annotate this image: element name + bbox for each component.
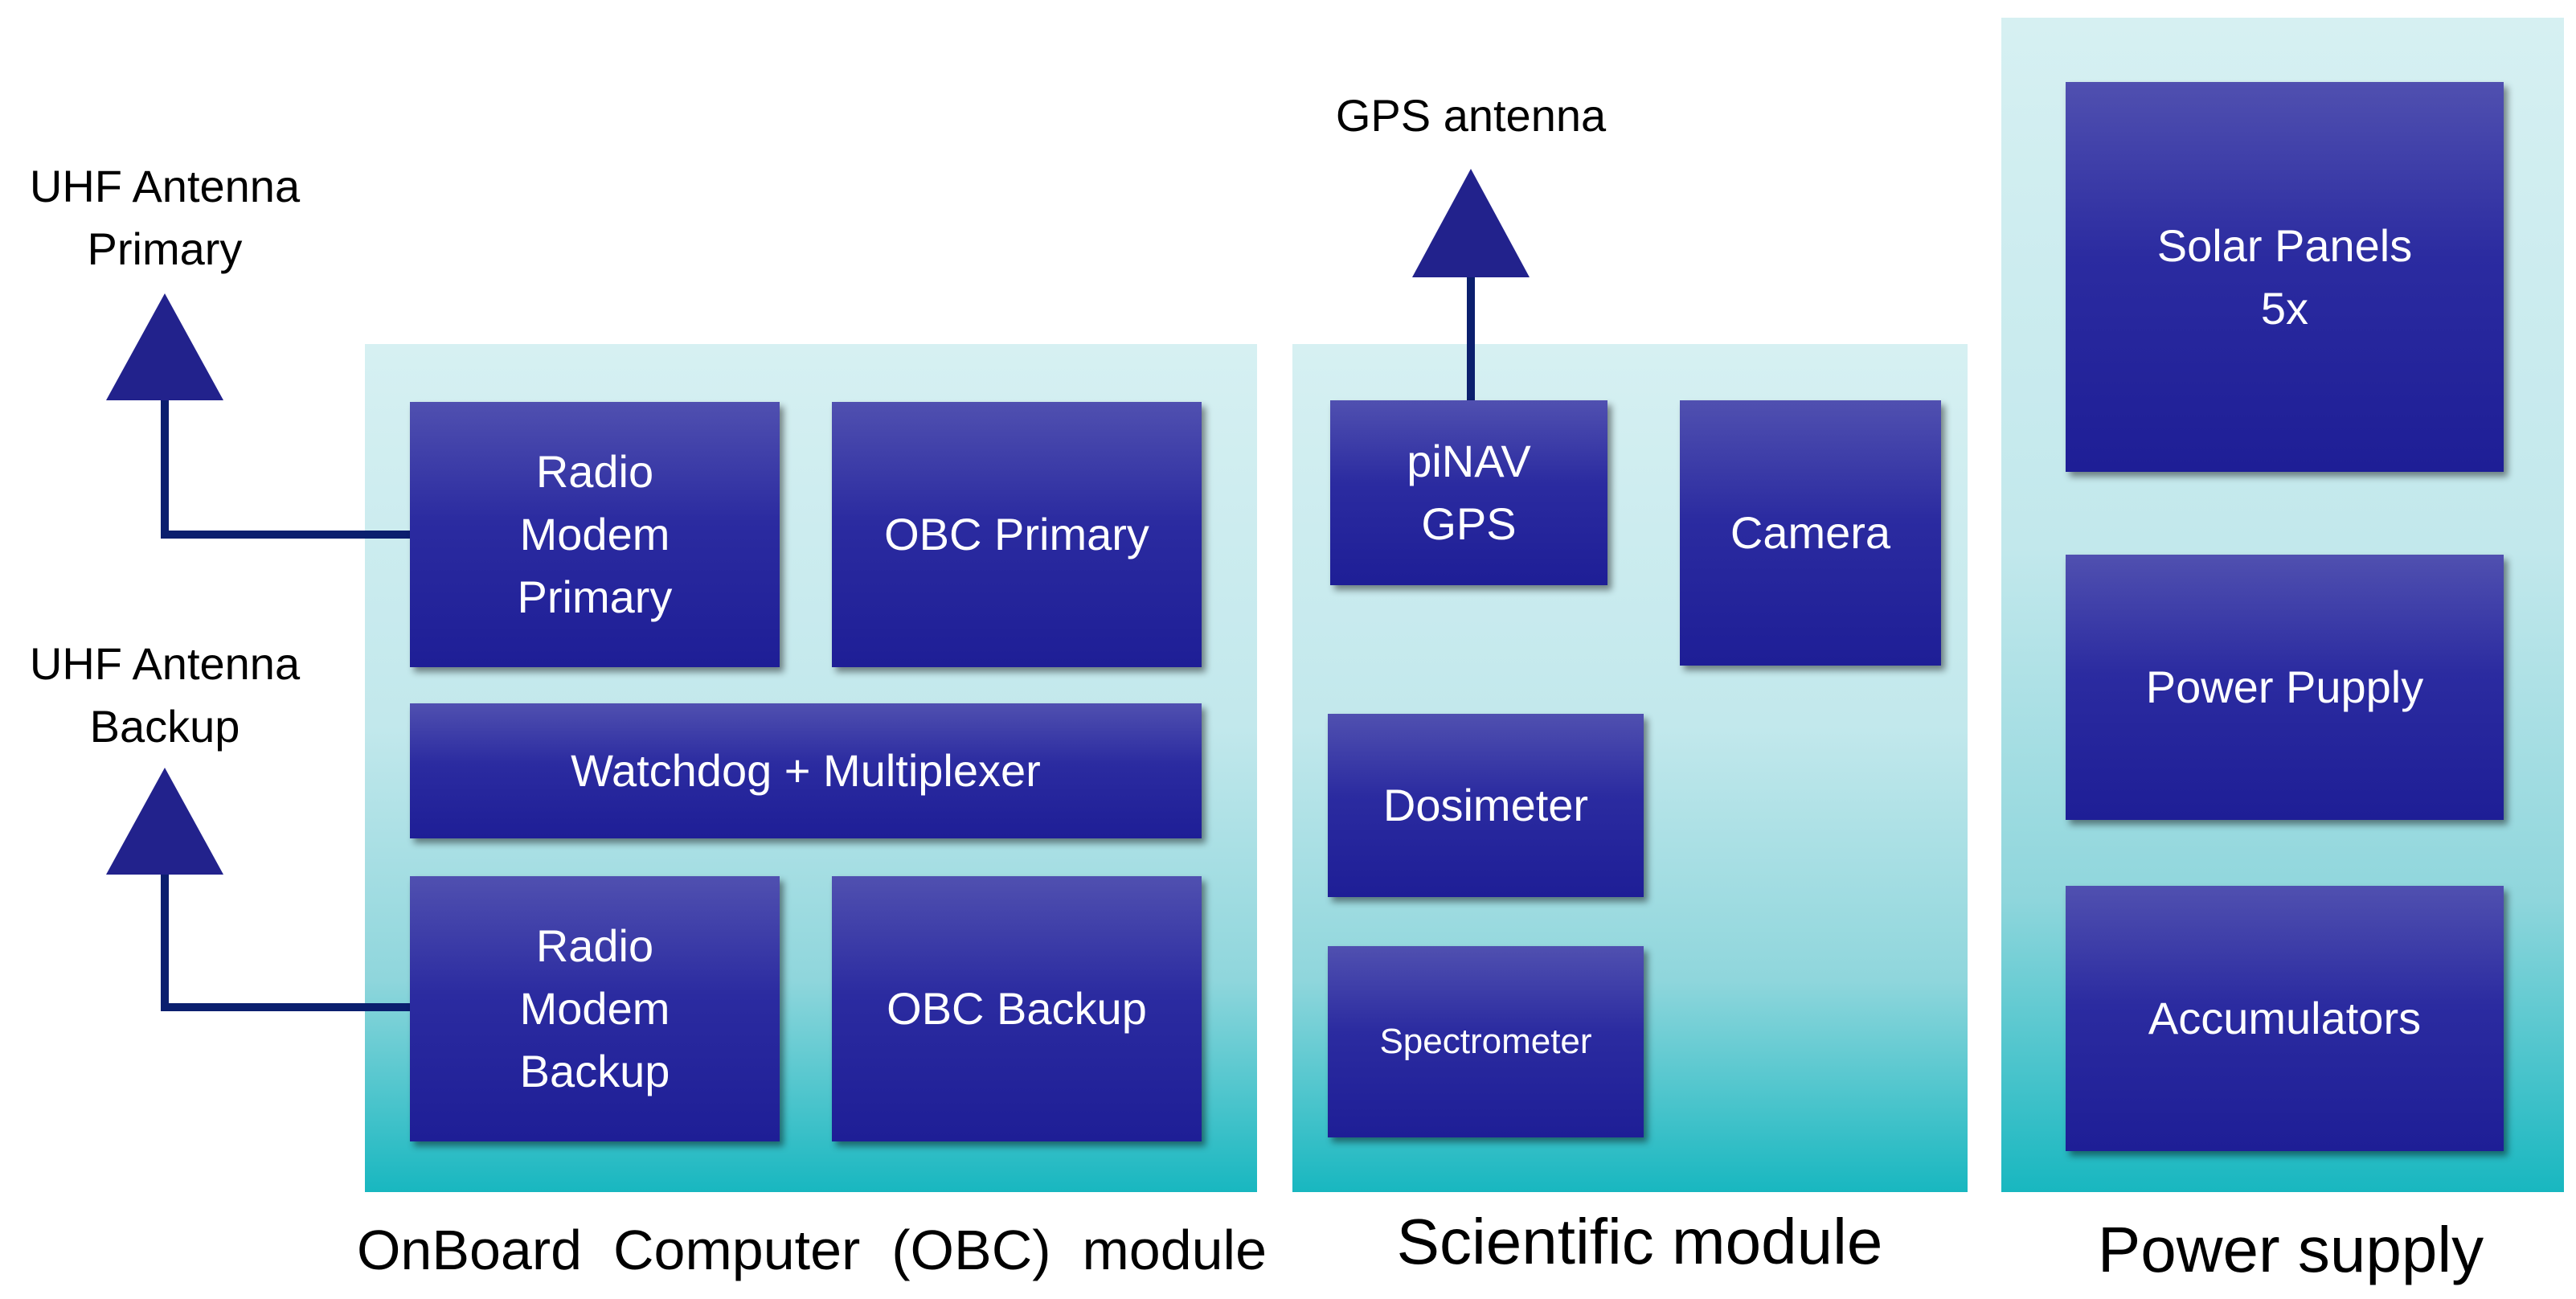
obc-primary-block: OBC Primary [832, 402, 1202, 667]
camera-block: Camera [1680, 400, 1941, 666]
obc-backup-block: OBC Backup [832, 876, 1202, 1141]
dosimeter-block: Dosimeter [1328, 714, 1644, 897]
pinav-gps-block: piNAV GPS [1330, 400, 1607, 585]
power-supply-label: Power supply [2097, 1214, 2484, 1285]
uhf-antenna-backup-label: UHF Antenna Backup [29, 638, 301, 752]
accumulators-block: Accumulators [2066, 886, 2504, 1151]
uhf-antenna-primary-label: UHF Antenna Primary [29, 161, 301, 274]
uhf-primary-antenna-icon [106, 293, 223, 400]
gps-antenna-label: GPS antenna [1335, 90, 1607, 141]
power-supply-unit-block: Power Pupply [2066, 555, 2504, 820]
radio-modem-primary-block: Radio Modem Primary [410, 402, 780, 667]
gps-antenna-icon [1412, 169, 1530, 277]
obc-module-label: OnBoard Computer (OBC) module [356, 1219, 1268, 1281]
spectrometer-block: Spectrometer [1328, 946, 1644, 1137]
radio-modem-backup-block: Radio Modem Backup [410, 876, 780, 1141]
solar-panels-block: Solar Panels 5x [2066, 82, 2504, 472]
watchdog-multiplexer-block: Watchdog + Multiplexer [410, 703, 1202, 838]
scientific-module-label: Scientific module [1396, 1206, 1883, 1277]
uhf-backup-antenna-icon [106, 768, 223, 875]
uhf-primary-wire [161, 394, 410, 539]
uhf-backup-wire [161, 864, 410, 1011]
